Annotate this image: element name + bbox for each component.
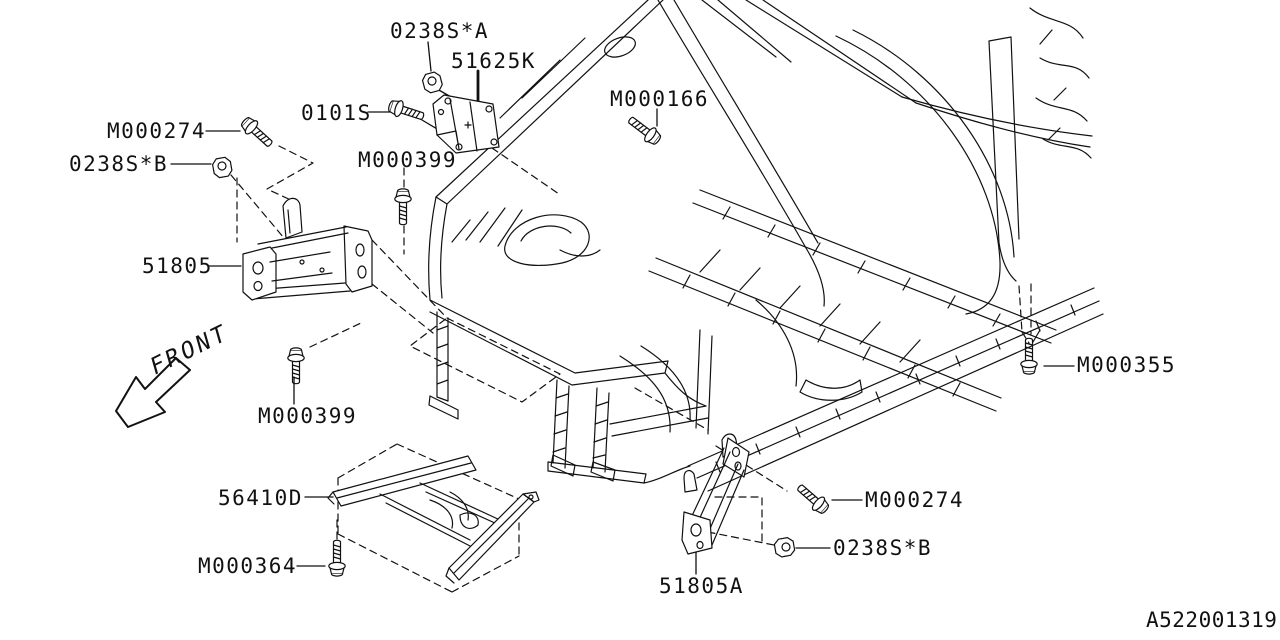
part-51805-drawing bbox=[242, 197, 373, 301]
drawing-id: A522001319 bbox=[1146, 608, 1278, 632]
callout-m000399-top: M000399 bbox=[358, 148, 458, 172]
callout-m000355: M000355 bbox=[1077, 353, 1177, 377]
fastener-bolt-m000274-top bbox=[237, 113, 277, 152]
callout-m000274-bottom: M000274 bbox=[865, 488, 965, 512]
fastener-bolt-m000399-bottom bbox=[287, 347, 305, 385]
callout-0101s: 0101S bbox=[301, 101, 372, 125]
fastener-nut-0238sb-top bbox=[211, 155, 234, 179]
callout-51805a: 51805A bbox=[659, 574, 744, 598]
callout-51805: 51805 bbox=[142, 254, 213, 278]
fastener-bolt-m000274-bottom bbox=[793, 480, 833, 518]
front-arrow bbox=[115, 357, 191, 428]
part-51805a-drawing bbox=[681, 433, 750, 555]
callout-m000399-bottom: M000399 bbox=[258, 404, 358, 428]
part-51625k-drawing bbox=[432, 94, 500, 154]
fastener-nut-0238sb-bottom bbox=[773, 536, 797, 559]
callout-m000274-top: M000274 bbox=[107, 119, 207, 143]
callout-0238s-b-bottom: 0238S*B bbox=[833, 536, 933, 560]
callout-0238s-b-top: 0238S*B bbox=[69, 152, 169, 176]
body-structure-art bbox=[428, 0, 1104, 492]
callout-0238s-a: 0238S*A bbox=[390, 19, 490, 43]
part-56410d-drawing bbox=[327, 455, 540, 584]
callout-51625k: 51625K bbox=[451, 49, 536, 73]
fastener-bolt-0101s bbox=[386, 97, 427, 125]
fastener-bolt-m000399-top bbox=[394, 188, 412, 226]
callout-56410d: 56410D bbox=[218, 486, 303, 510]
fastener-bolt-m000364 bbox=[328, 539, 346, 577]
fastener-bolt-m000355 bbox=[1020, 337, 1038, 375]
assembly-dashed-lines bbox=[230, 145, 1032, 593]
callout-m000166: M000166 bbox=[610, 87, 710, 111]
callout-m000364: M000364 bbox=[198, 554, 298, 578]
